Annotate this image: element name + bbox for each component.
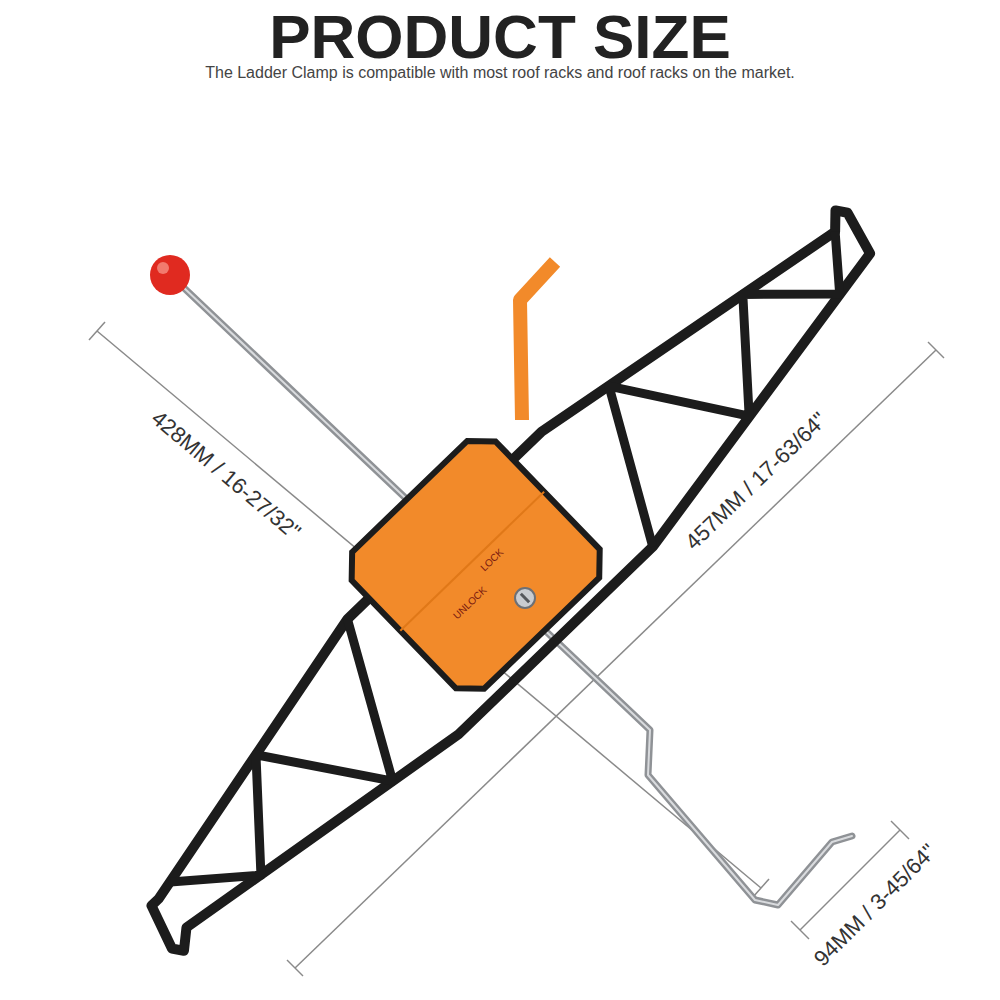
dimension-tick [89, 322, 105, 340]
dimension-line [97, 331, 761, 888]
truss-web [124, 619, 450, 941]
dimension-label: 428MM / 16-27/32" [146, 405, 305, 544]
key-slot [520, 593, 530, 604]
dimension-tick [891, 821, 909, 839]
bar-outline [92, 173, 920, 981]
clamp-bar [61, 141, 921, 981]
dimension-label: 94MM / 3-45/64" [809, 839, 941, 971]
dimension-line [287, 342, 944, 976]
caption-text: The Ladder Clamp is compatible with most… [205, 64, 795, 82]
red-knob [150, 255, 190, 295]
knob-highlight [157, 262, 169, 274]
dimension-tick [928, 342, 944, 358]
clamp-plate [338, 427, 614, 703]
dimension-line [295, 350, 936, 968]
dimension-tick [791, 921, 809, 939]
plate-edge [400, 492, 544, 631]
key-lock [515, 588, 535, 608]
crank-handle [520, 262, 555, 420]
page-title: PRODUCT SIZE [269, 1, 731, 72]
dimension-tick [287, 960, 303, 976]
dimension-tick [753, 879, 769, 897]
